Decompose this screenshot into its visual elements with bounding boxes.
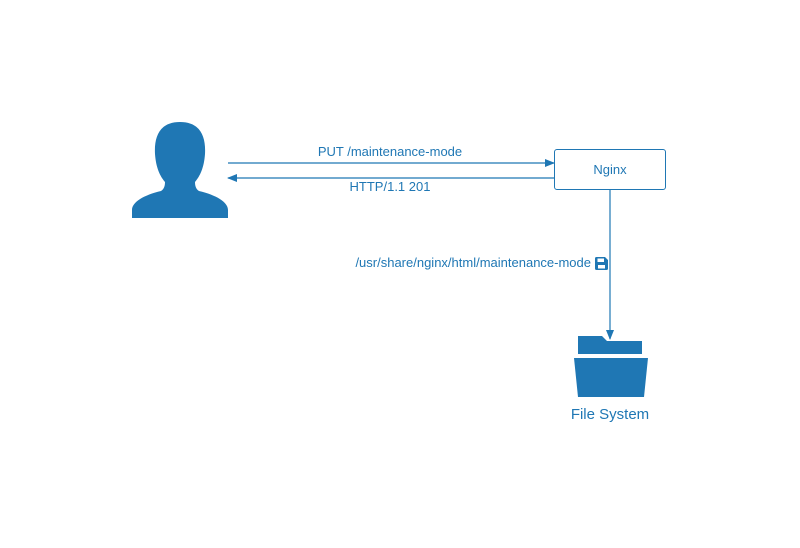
request-label: PUT /maintenance-mode: [317, 144, 463, 159]
folder-icon: [574, 336, 648, 397]
user-icon: [132, 122, 228, 218]
write-path-text: /usr/share/nginx/html/maintenance-mode: [355, 255, 591, 270]
nginx-node[interactable]: Nginx: [554, 149, 666, 190]
save-icon: [595, 256, 608, 270]
response-label: HTTP/1.1 201: [349, 179, 431, 194]
nginx-label: Nginx: [593, 162, 627, 177]
file-system-label: File System: [570, 406, 650, 423]
write-path-label: /usr/share/nginx/html/maintenance-mode: [330, 255, 608, 271]
